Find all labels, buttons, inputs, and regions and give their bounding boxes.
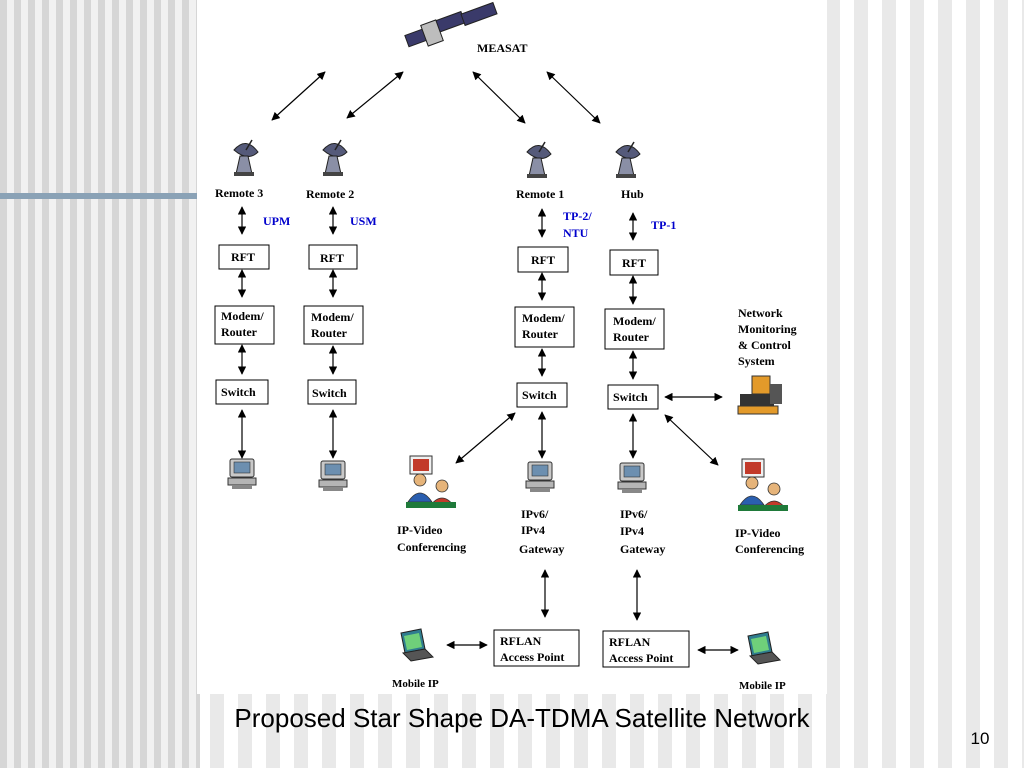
operator-label-ntu: NTU (563, 226, 589, 240)
workstation-icon-remote3 (227, 458, 257, 490)
workstation-icon-remote2 (318, 460, 348, 492)
switch-label-remote1: Switch (522, 388, 557, 402)
mobile-ip-label-left: Mobile IP (392, 678, 439, 690)
slide-accent-rule (0, 193, 200, 199)
gateway-icon-hub (617, 462, 647, 494)
dish-icon-remote3 (233, 139, 259, 177)
dish-icon-remote1 (526, 141, 552, 179)
station-label-remote2: Remote 2 (306, 187, 354, 201)
modem-label-hub-b: Router (613, 330, 650, 344)
rft-label-remote1: RFT (531, 253, 555, 267)
rft-label-remote3: RFT (231, 250, 255, 264)
rflan-label-left-a: RFLAN (500, 634, 542, 648)
page-number: 10 (970, 729, 990, 748)
video-conf-label-left-b: Conferencing (397, 540, 466, 554)
nmcs-label-1: Network (738, 306, 783, 320)
rflan-label-left-b: Access Point (500, 650, 564, 664)
mobile-laptop-icon-right (747, 631, 781, 665)
gateway-icon-remote1 (525, 461, 555, 493)
station-chain-links (237, 206, 739, 655)
operator-label-tp1: TP-1 (651, 218, 676, 232)
dish-icon-hub (615, 141, 641, 179)
gateway-label-left-c: Gateway (519, 542, 564, 556)
modem-label-remote3-a: Modem/ (221, 309, 264, 323)
switch-label-remote3: Switch (221, 385, 256, 399)
modem-label-remote2-b: Router (311, 326, 348, 340)
rflan-label-right-b: Access Point (609, 651, 673, 665)
modem-label-hub-a: Modem/ (613, 314, 656, 328)
video-conference-icon-left (405, 455, 457, 509)
video-conference-icon-right (737, 458, 789, 512)
device-boxes (214, 244, 690, 668)
gateway-label-left-a: IPv6/ (521, 507, 549, 521)
switch-label-hub: Switch (613, 390, 648, 404)
gateway-label-right-a: IPv6/ (620, 507, 648, 521)
station-label-remote3: Remote 3 (215, 186, 263, 200)
station-label-hub: Hub (621, 187, 644, 201)
nmcs-label-2: Monitoring (738, 322, 797, 336)
slide-left-stripes (0, 0, 200, 768)
dish-icon-remote2 (322, 139, 348, 177)
satellite-links (271, 71, 601, 124)
modem-label-remote3-b: Router (221, 325, 258, 339)
rflan-label-right-a: RFLAN (609, 635, 651, 649)
operator-label-usm: USM (350, 214, 377, 228)
gateway-label-right-b: IPv4 (620, 524, 644, 538)
video-conf-label-right-a: IP-Video (735, 526, 781, 540)
nmcs-label-4: System (738, 354, 775, 368)
mobile-laptop-icon-left (400, 628, 434, 662)
station-label-remote1: Remote 1 (516, 187, 564, 201)
switch-label-remote2: Switch (312, 386, 347, 400)
operator-label-tp2: TP-2/ (563, 209, 592, 223)
modem-label-remote1-b: Router (522, 327, 559, 341)
nmcs-icon (737, 375, 782, 415)
slide-title: Proposed Star Shape DA-TDMA Satellite Ne… (234, 703, 810, 733)
satellite-label: MEASAT (477, 41, 527, 55)
gateway-label-right-c: Gateway (620, 542, 665, 556)
modem-label-remote1-a: Modem/ (522, 311, 565, 325)
video-conf-label-right-b: Conferencing (735, 542, 804, 556)
nmcs-label-3: & Control (738, 338, 791, 352)
mobile-ip-label-right: Mobile IP (739, 680, 786, 692)
video-conf-label-left-a: IP-Video (397, 523, 443, 537)
rft-label-remote2: RFT (320, 251, 344, 265)
modem-label-remote2-a: Modem/ (311, 310, 354, 324)
rft-label-hub: RFT (622, 256, 646, 270)
satellite-icon (404, 1, 498, 48)
operator-label-upm: UPM (263, 214, 290, 228)
gateway-label-left-b: IPv4 (521, 523, 545, 537)
